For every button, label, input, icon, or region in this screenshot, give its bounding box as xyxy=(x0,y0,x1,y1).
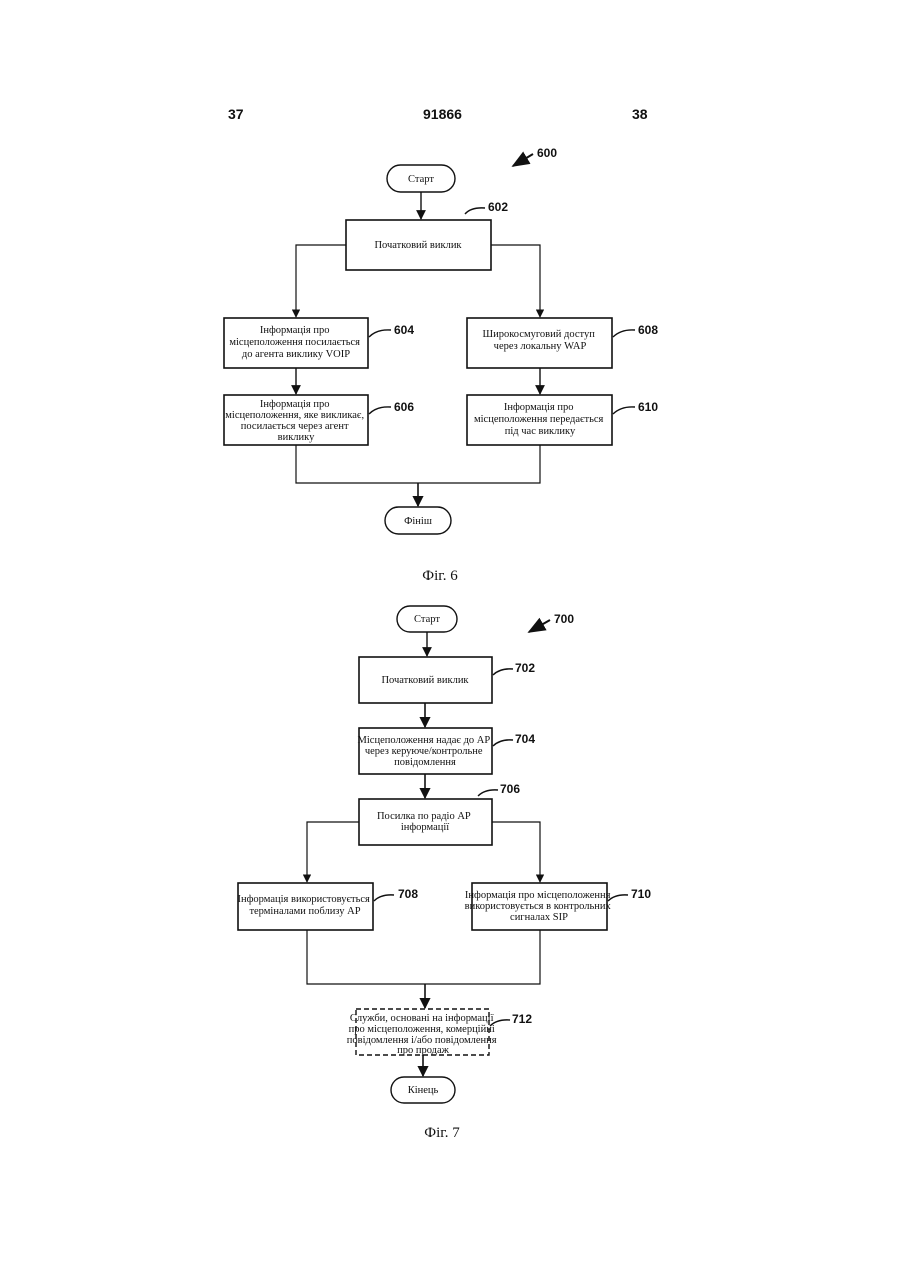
fig6-caption: Фіг. 6 xyxy=(422,568,458,584)
fig6-end-label: Фініш xyxy=(404,516,432,527)
fig7-box-702-label: Початковий виклик xyxy=(381,675,469,686)
fig6-start-label: Старт xyxy=(408,174,434,185)
fig6-ref-606: 606 xyxy=(394,400,414,414)
fig7-ref-706: 706 xyxy=(500,782,520,796)
fig7-start-label: Старт xyxy=(414,614,440,625)
fig7-ref: 700 xyxy=(554,612,574,626)
fig7-ref-710: 710 xyxy=(631,887,651,901)
fig6-ref-610: 610 xyxy=(638,400,658,414)
fig7-ref-712: 712 xyxy=(512,1012,532,1026)
fig7-ref-704: 704 xyxy=(515,732,535,746)
fig7-caption: Фіг. 7 xyxy=(424,1125,460,1141)
figure-6: 600 Старт Початковий виклик 602 Інформац… xyxy=(224,146,658,584)
fig6-ref-604: 604 xyxy=(394,323,414,337)
fig6-box-602-label: Початковий виклик xyxy=(374,240,462,251)
figure-7: 700 Старт Початковий виклик 702 Місцепол… xyxy=(238,606,652,1141)
fig6-ref-602: 602 xyxy=(488,200,508,214)
fig7-end-label: Кінець xyxy=(408,1085,439,1096)
fig6-ref-608: 608 xyxy=(638,323,658,337)
fig7-ref-702: 702 xyxy=(515,661,535,675)
fig7-ref-708: 708 xyxy=(398,887,418,901)
fig7-box-708-label: Інформація використовується терміналами … xyxy=(238,894,373,917)
fig6-ref: 600 xyxy=(537,146,557,160)
fig6-box-608-label: Широкосмуговий доступ через локальну WAP xyxy=(483,329,598,352)
